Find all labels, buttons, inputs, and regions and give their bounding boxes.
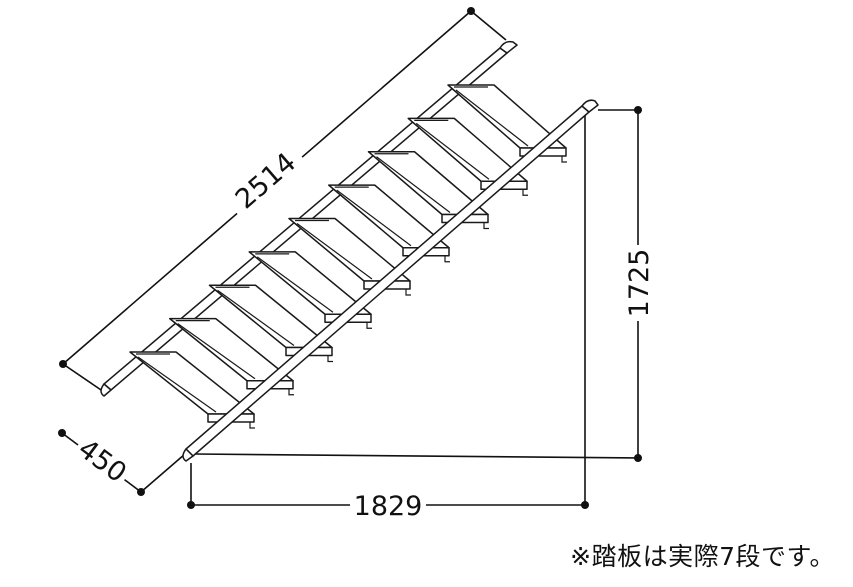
depth-dimension-label: 1829: [354, 491, 423, 522]
height-dimension-end-dot: [634, 454, 642, 462]
stair-tread: [367, 151, 489, 230]
width-extension-line: [140, 453, 186, 493]
width-dimension-end-dot: [58, 429, 66, 437]
front-stringer: [182, 99, 599, 462]
tread-count-note: ※踏板は実際7段です。: [570, 542, 835, 571]
depth-dimension-end-dot: [187, 501, 195, 509]
length-dimension-end-dot: [467, 7, 475, 15]
depth-dimension-end-dot: [581, 501, 589, 509]
length-dimension-end-dot: [59, 360, 67, 368]
stair-illustration: [100, 40, 599, 462]
width-dimension-end-dot: [137, 488, 145, 496]
length-extension-line-bottom: [62, 363, 105, 393]
height-dimension-end-dot: [634, 106, 642, 114]
height-dimension-label: 1725: [624, 249, 655, 318]
height-extension-line-bottom: [194, 453, 639, 459]
length-extension-line-top: [470, 10, 507, 41]
